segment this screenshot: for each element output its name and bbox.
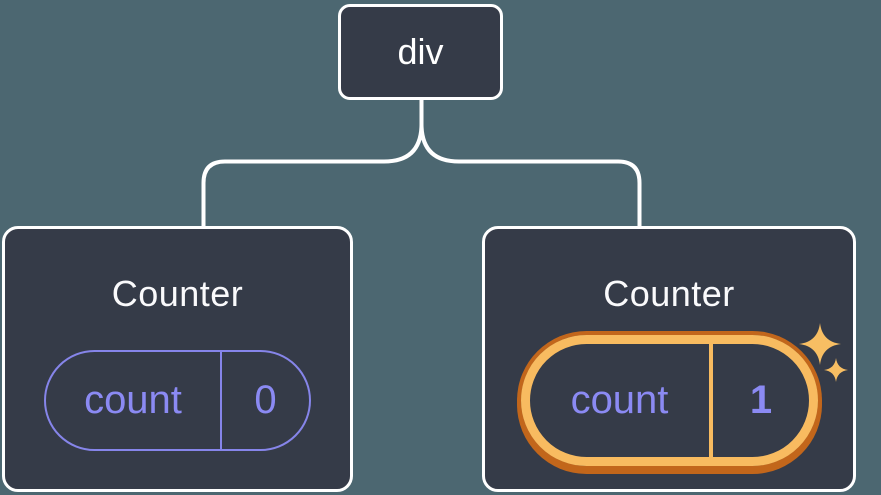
state-value: 0 <box>254 378 277 422</box>
root-node-label: div <box>397 31 444 72</box>
state-value: 1 <box>749 378 773 422</box>
state-pill-highlighted: count 1 <box>521 335 818 466</box>
sparkle-large-icon <box>799 323 841 365</box>
counter-node-left: Counter count 0 <box>2 226 353 492</box>
counter-title: Counter <box>603 273 735 314</box>
root-node-div: div <box>338 4 503 100</box>
sparkle-small-icon <box>824 358 848 382</box>
state-pill: count 0 <box>44 350 311 451</box>
state-label: count <box>46 352 222 449</box>
counter-node-right: Counter count 1 <box>482 226 856 492</box>
state-label: count <box>530 344 713 457</box>
connector-left-branch <box>201 98 424 228</box>
connector-right-branch <box>419 98 642 228</box>
counter-title: Counter <box>111 273 244 314</box>
